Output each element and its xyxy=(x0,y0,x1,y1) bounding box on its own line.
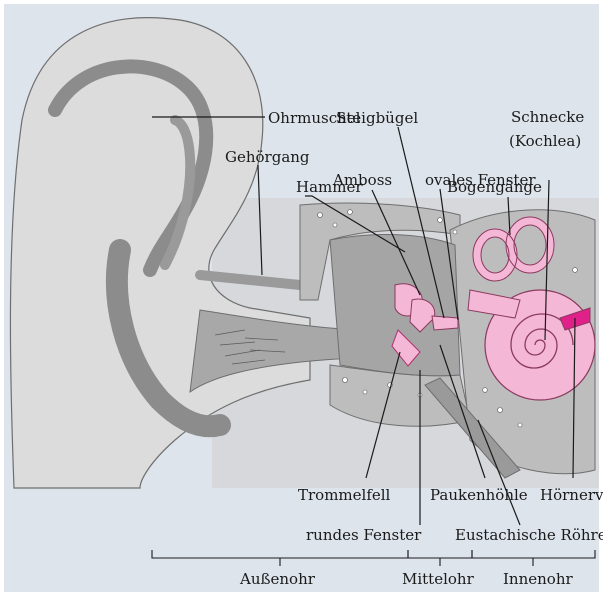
label-schnecke: Schnecke xyxy=(511,108,584,126)
label-paukenhoehle: Paukenhöhle xyxy=(430,486,528,504)
label-eustachische-roehre: Eustachische Röhre xyxy=(455,526,603,544)
label-hammer: Hammer xyxy=(296,178,363,196)
label-rundes-fenster: rundes Fenster xyxy=(306,526,422,544)
label-bogengaenge: Bogengänge xyxy=(447,178,542,196)
label-hoernerv: Hörnerv xyxy=(540,486,603,504)
region-mittelohr: Mittelohr xyxy=(402,570,475,588)
region-innenohr: Innenohr xyxy=(503,570,573,588)
region-aussenohr: Außenohr xyxy=(239,570,316,588)
label-gehoergang: Gehörgang xyxy=(225,148,310,166)
stirrup-bone xyxy=(432,316,458,330)
label-trommelfell: Trommelfell xyxy=(298,486,391,504)
label-steigbuegel: Steigbügel xyxy=(336,109,418,127)
label-kochlea: (Kochlea) xyxy=(509,132,581,150)
